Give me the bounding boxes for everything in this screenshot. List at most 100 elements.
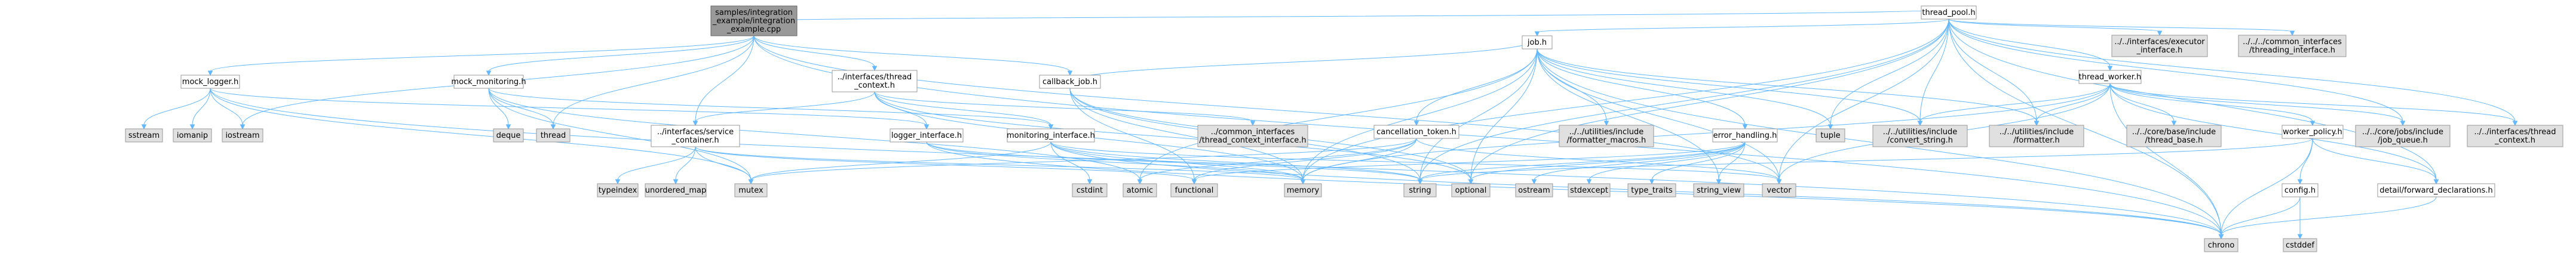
edge-callback_job-to-functional <box>1069 88 1195 181</box>
edge-mock_monitoring-to-thread <box>488 88 554 126</box>
edge-arrowhead-mock_logger-to-sstream <box>141 124 147 130</box>
edge-root-to-service_container <box>695 35 755 122</box>
node-root[interactable]: samples/integration_example/integration_… <box>710 5 798 36</box>
edge-logger_interface-to-string <box>926 141 1421 181</box>
node-label-formatter: ../../utilities/include <box>2000 128 2074 137</box>
edge-thread_worker-to-job_queue <box>2109 83 2403 122</box>
node-label-thread_base: /thread_base.h <box>2145 136 2203 145</box>
nodes-layer: samples/integration_example/integration_… <box>125 5 2563 252</box>
edge-cancellation_token-to-vector <box>1416 138 1780 181</box>
node-label-string_view: string_view <box>1697 186 1741 195</box>
node-memory: memory <box>1284 183 1322 197</box>
edge-config-to-chrono <box>2221 196 2301 236</box>
node-box-mutex <box>734 183 768 197</box>
edge-job-to-optional <box>1470 48 1538 181</box>
node-formatter_macros: ../../utilities/include/formatter_macros… <box>1559 125 1654 147</box>
node-label-formatter_macros: ../../utilities/include <box>1569 128 1643 137</box>
node-mock_monitoring[interactable]: mock_monitoring.h <box>451 75 526 89</box>
node-logger_interface[interactable]: logger_interface.h <box>890 128 964 143</box>
node-label-convert_string: /convert_string.h <box>1887 136 1953 145</box>
node-thread_worker[interactable]: thread_worker.h <box>2078 70 2142 84</box>
node-box-iostream <box>222 128 263 143</box>
edge-thread_context-to-common_thread_context <box>874 91 1253 122</box>
node-stdexcept: stdexcept <box>1568 183 1611 197</box>
edge-arrowhead-worker_policy-to-forward_declarations <box>2433 179 2439 185</box>
edge-job-to-formatter <box>1537 48 2037 122</box>
edge-error_handling-to-optional <box>1470 141 1746 181</box>
node-label-threading_interface: /threading_interface.h <box>2249 46 2335 55</box>
node-threading_interface: ../../../common_interfaces/threading_int… <box>2238 35 2347 57</box>
node-string: string <box>1403 183 1437 197</box>
node-box-interfaces_thread_context <box>2467 125 2563 147</box>
node-label-thread: thread <box>541 131 566 140</box>
edge-thread_worker-to-interfaces_thread_context <box>2109 83 2516 122</box>
edge-callback_job-to-memory <box>1069 88 1304 181</box>
node-box-config <box>2281 183 2319 197</box>
edge-arrowhead-error_handling-to-string_view <box>1716 179 1722 185</box>
node-label-stdexcept: stdexcept <box>1570 186 1608 195</box>
node-box-convert_string <box>1872 125 1968 147</box>
node-label-common_thread_context: ../common_interfaces <box>1211 128 1295 137</box>
node-box-ostream <box>1515 183 1553 197</box>
edge-arrowhead-mock_logger-to-iomanip <box>189 124 195 130</box>
edge-root-to-mock_monitoring <box>488 35 755 72</box>
node-label-formatter: /formatter.h <box>2013 136 2059 145</box>
node-box-unordered_map <box>645 183 707 197</box>
edge-mock_monitoring-to-mutex <box>488 88 752 181</box>
edge-arrowhead-thread_context-to-logger_interface <box>924 124 930 130</box>
node-label-tuple: tuple <box>1820 131 1840 140</box>
edge-service_container-to-mutex <box>695 146 752 181</box>
node-label-monitoring_interface: monitoring_interface.h <box>1007 131 1095 140</box>
node-worker_policy[interactable]: worker_policy.h <box>2281 125 2344 139</box>
node-job[interactable]: job.h <box>1522 35 1553 50</box>
edge-thread_pool-to-job_queue <box>1948 18 2403 122</box>
edge-arrowhead-cancellation_token-to-mutex <box>748 179 754 185</box>
node-monitoring_interface[interactable]: monitoring_interface.h <box>1007 128 1095 143</box>
node-callback_job[interactable]: callback_job.h <box>1039 75 1101 89</box>
edge-thread_worker-to-worker_policy <box>2109 83 2313 122</box>
node-error_handling[interactable]: error_handling.h <box>1712 128 1778 143</box>
node-tuple: tuple <box>1816 128 1845 143</box>
edge-thread_context-to-service_container <box>695 91 875 122</box>
node-thread_context[interactable]: ../interfaces/thread_context.h <box>832 70 918 92</box>
node-forward_declarations[interactable]: detail/forward_declarations.h <box>2377 183 2495 197</box>
edge-arrowhead-thread_worker-to-worker_policy <box>2310 120 2316 126</box>
node-executor_interface: ../../interfaces/executor_interface.h <box>2111 35 2208 57</box>
node-box-atomic <box>1123 183 1157 197</box>
node-label-thread_pool: thread_pool.h <box>1922 8 1975 17</box>
node-box-mock_monitoring <box>453 75 524 89</box>
node-label-mock_logger: mock_logger.h <box>182 78 238 86</box>
edge-callback_job-to-job <box>1069 38 1538 82</box>
node-thread_pool[interactable]: thread_pool.h <box>1921 5 1977 20</box>
edge-monitoring_interface-to-memory <box>1050 141 1304 181</box>
node-cancellation_token[interactable]: cancellation_token.h <box>1373 125 1459 139</box>
node-box-threading_interface <box>2238 35 2347 57</box>
edge-thread_pool-to-convert_string <box>1919 18 1949 122</box>
edge-job-to-vector <box>1537 48 1780 181</box>
node-label-logger_interface: logger_interface.h <box>891 131 962 140</box>
node-label-iomanip: iomanip <box>177 131 208 140</box>
edge-arrowhead-thread_worker-to-convert_string <box>1917 120 1923 126</box>
node-unordered_map: unordered_map <box>645 183 707 197</box>
edge-arrowhead-root-to-thread_context <box>872 66 878 72</box>
node-label-root: _example/integration <box>712 17 795 26</box>
edge-arrowhead-root-to-mock_monitoring <box>486 70 492 76</box>
edge-arrowhead-thread_pool-to-threading_interface <box>2289 30 2295 36</box>
node-box-string <box>1403 183 1437 197</box>
edge-arrowhead-thread_worker-to-interfaces_thread_context <box>2512 120 2518 126</box>
edge-cancellation_token-to-atomic <box>1139 138 1417 181</box>
node-label-unordered_map: unordered_map <box>645 186 707 195</box>
node-mock_logger[interactable]: mock_logger.h <box>180 75 240 89</box>
edge-monitoring_interface-to-vector <box>1050 141 1780 181</box>
node-label-thread_context: ../interfaces/thread <box>838 73 912 82</box>
edge-arrowhead-thread_worker-to-job_queue <box>2400 120 2406 126</box>
node-config[interactable]: config.h <box>2281 183 2319 197</box>
node-optional: optional <box>1451 183 1491 197</box>
node-label-string: string <box>1409 186 1431 195</box>
edge-thread_worker-to-forward_declarations <box>2109 83 2437 181</box>
node-mutex: mutex <box>734 183 768 197</box>
edge-error_handling-to-stdexcept <box>1588 141 1746 181</box>
node-label-config: config.h <box>2284 186 2316 195</box>
node-service_container[interactable]: ../interfaces/service_container.h <box>651 125 740 147</box>
